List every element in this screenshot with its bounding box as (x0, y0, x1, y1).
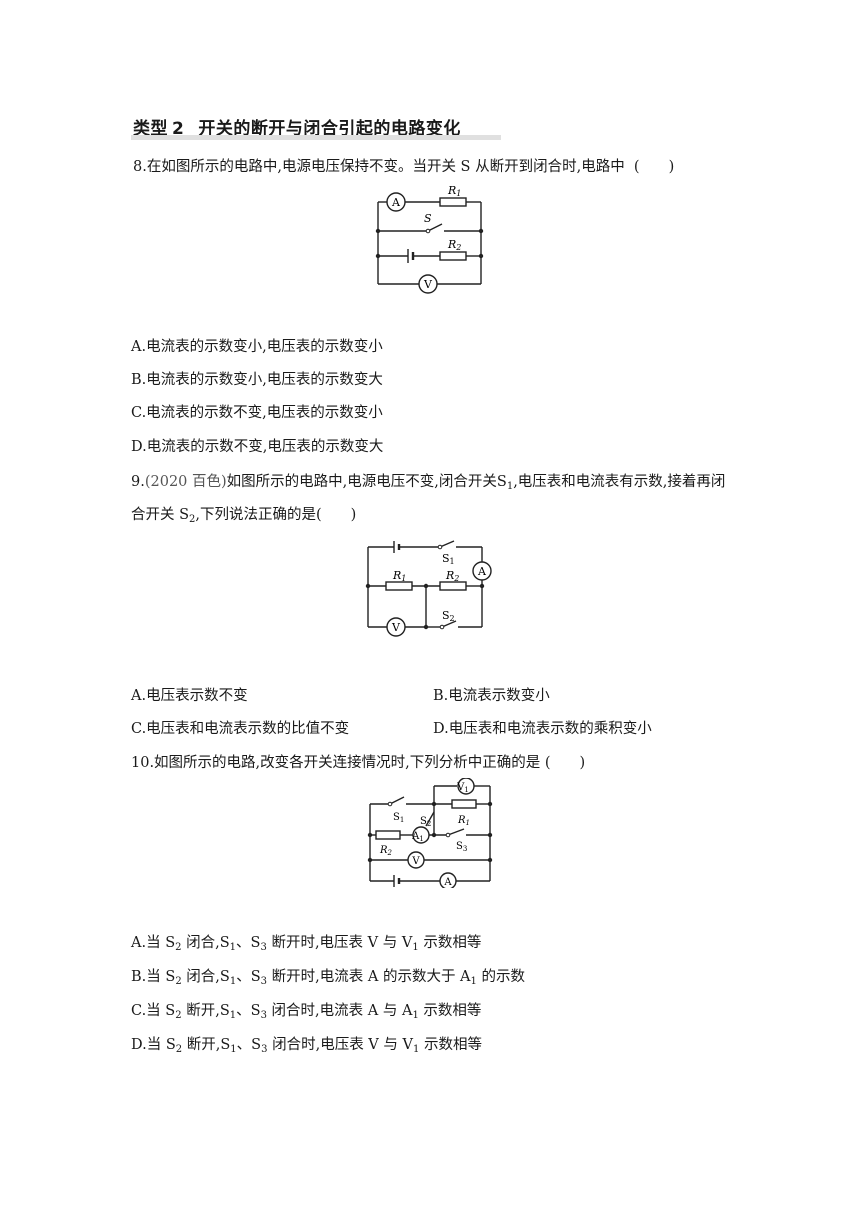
section-number: 2 (172, 119, 185, 139)
q10-r1-label: R1 (457, 815, 470, 827)
q10-v-label: V (411, 856, 420, 867)
q10-r2-label: R2 (379, 845, 393, 857)
q10-option-b[interactable]: B.当 S2 闭合,S1、S3 断开时,电流表 A 的示数大于 A1 的示数 (131, 969, 526, 987)
q8-switch-label: S (424, 212, 432, 225)
q8-r2-label: R2 (447, 238, 461, 252)
q9-source: (2020 百色) (144, 474, 227, 490)
q8-circuit-diagram: A V S R1 R2 (375, 184, 484, 294)
q9-ammeter-label: A (477, 565, 487, 578)
q8-option-c[interactable]: C.电流表的示数不变,电压表的示数变小 (131, 405, 383, 421)
q9-r2-label: R2 (445, 569, 459, 583)
q9-option-a[interactable]: A.电压表示数不变 (131, 688, 248, 704)
q8-option-a[interactable]: A.电流表的示数变小,电压表的示数变小 (131, 339, 383, 355)
q9-voltmeter-label: V (391, 621, 401, 634)
q8-stem: 8.在如图所示的电路中,电源电压保持不变。当开关 S 从断开到闭合时,电路中 (… (133, 157, 674, 177)
q10-option-c[interactable]: C.当 S2 断开,S1、S3 闭合时,电流表 A 与 A1 示数相等 (131, 1003, 482, 1021)
q8-option-b[interactable]: B.电流表的示数变小,电压表的示数变大 (131, 372, 383, 388)
q9-circuit-diagram: A V S1 S2 R1 R2 (365, 540, 492, 637)
section-heading: 开关的断开与闭合引起的电路变化 (198, 119, 461, 139)
section-underline (131, 135, 501, 140)
q8-stem-text: 8.在如图所示的电路中,电源电压保持不变。当开关 S 从断开到闭合时,电路中 (133, 159, 625, 175)
q9-r1-label: R1 (392, 569, 406, 583)
q8-r1-label: R1 (447, 184, 461, 198)
q9-s1-label: S1 (442, 552, 455, 566)
q8-ammeter-label: A (391, 196, 401, 209)
q10-v1-label: V1 (456, 782, 469, 794)
q9-option-b[interactable]: B.电流表示数变小 (433, 688, 550, 704)
q8-voltmeter-label: V (423, 278, 433, 291)
q10-s3-label: S3 (456, 841, 467, 853)
q10-stem: 10.如图所示的电路,改变各开关连接情况时,下列分析中正确的是 ( ) (131, 755, 586, 771)
q10-a1-label: A1 (411, 831, 424, 843)
q8-answer-paren[interactable]: ( ) (633, 159, 675, 175)
q10-a-label: A (443, 877, 452, 888)
q9-option-c[interactable]: C.电压表和电流表示数的比值不变 (131, 721, 350, 737)
q10-option-d[interactable]: D.当 S2 断开,S1、S3 闭合时,电压表 V 与 V1 示数相等 (131, 1037, 482, 1055)
q10-option-a[interactable]: A.当 S2 闭合,S1、S3 断开时,电压表 V 与 V1 示数相等 (131, 935, 482, 953)
q10-circuit-diagram: V1 V A A1 S1 S2 S3 R1 R2 (367, 778, 493, 888)
q9-option-d[interactable]: D.电压表和电流表示数的乘积变小 (433, 721, 652, 737)
q9-stem-line2: 合开关 S2,下列说法正确的是( ) (131, 507, 357, 525)
q9-number: 9. (131, 474, 145, 490)
section-label: 类型 (133, 119, 168, 139)
q8-option-d[interactable]: D.电流表的示数不变,电压表的示数变大 (131, 439, 384, 455)
q10-s1-label: S1 (393, 812, 404, 824)
q9-s2-label: S2 (442, 609, 455, 623)
q9-stem: 9.(2020 百色)如图所示的电路中,电源电压不变,闭合开关S1,电压表和电流… (131, 474, 726, 492)
q10-s2-label: S2 (420, 816, 431, 828)
